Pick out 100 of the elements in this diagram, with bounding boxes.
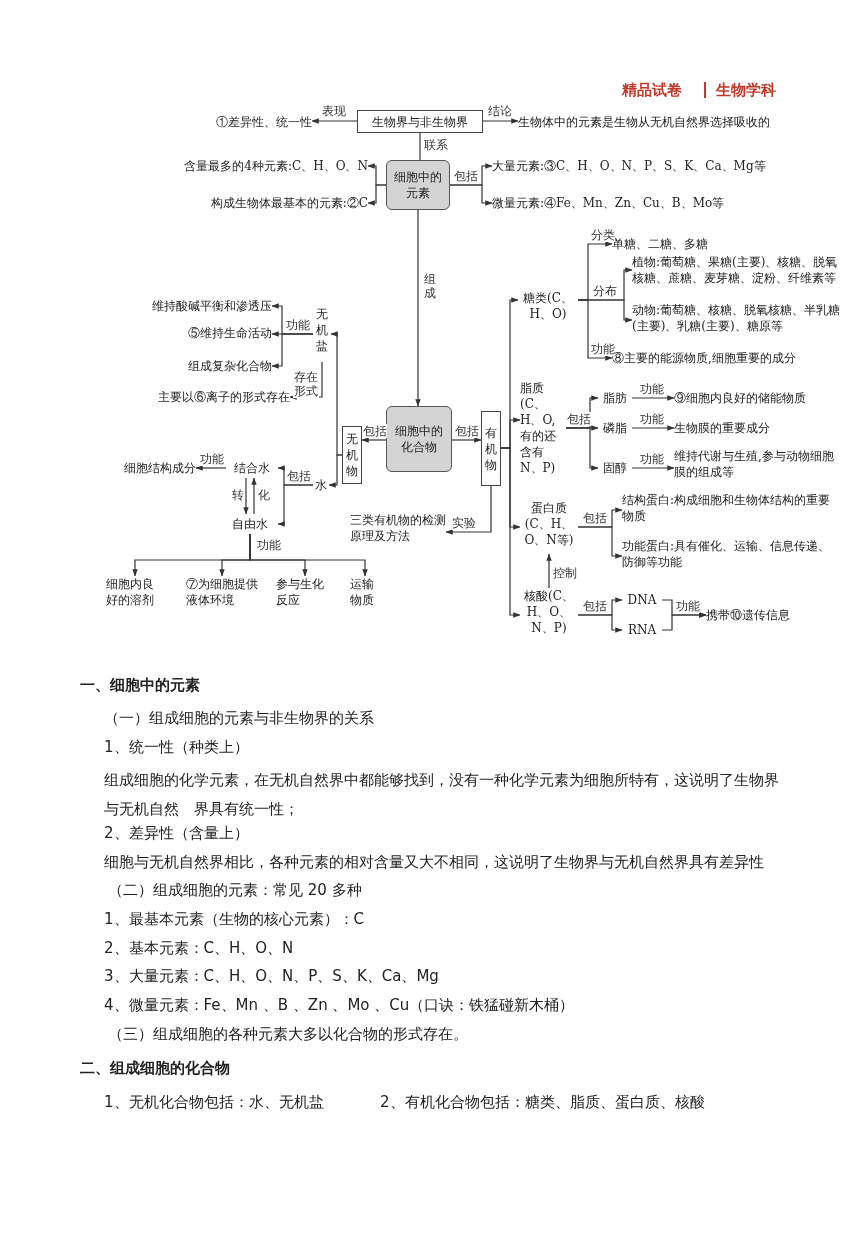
body-text: 3、大量元素：C、H、O、N、P、S、K、Ca、Mg — [104, 966, 439, 986]
edge-label: 分布 — [593, 284, 617, 298]
concept-text: 主要以⑥离子的形式存在 — [100, 387, 290, 407]
concept-box: 细胞中的元素 — [386, 160, 450, 210]
body-text: 1、最基本元素（生物的核心元素）：C — [104, 909, 365, 929]
arrow — [195, 465, 227, 471]
edge-label: 包括 — [287, 469, 311, 483]
concept-box: 生物界与非生物界 — [357, 110, 483, 133]
edge-label: 功能 — [286, 318, 310, 332]
edge-label: 功能 — [676, 599, 700, 613]
body-text: 2、有机化合物包括：糖类、脂质、蛋白质、核酸 — [380, 1092, 705, 1112]
edge-label: 联系 — [424, 138, 448, 152]
body-text: 2、基本元素：C、H、O、N — [104, 938, 294, 958]
edge-label: 包括 — [455, 424, 479, 438]
concept-text: 细胞内良好的溶剂 — [106, 576, 164, 616]
arrow — [565, 427, 599, 471]
header-text: 生物学科 — [716, 80, 776, 100]
concept-text: 微量元素:④Fe、Mn、Zn、Cu、B、Mo等 — [492, 193, 832, 213]
concept-text: 核酸(C、H、O、N、P) — [520, 588, 578, 642]
concept-text: 运输物质 — [350, 576, 380, 616]
concept-text: 构成生物体最基本的元素:②C — [130, 193, 368, 213]
concept-text: 细胞结构成分 — [96, 458, 196, 478]
arrow — [277, 484, 314, 527]
arrow — [311, 118, 358, 124]
concept-text: 维持酸碱平衡和渗透压 — [96, 296, 272, 316]
arrow — [445, 485, 492, 535]
edge-label: 控制 — [553, 566, 577, 580]
concept-box: 有机物 — [481, 411, 501, 486]
concept-text: 结构蛋白:构成细胞和生物体结构的重要物质 — [622, 492, 834, 528]
edge-label: 包括 — [583, 599, 607, 613]
edge-label: 结论 — [488, 104, 512, 118]
edge-label: 包括 — [567, 412, 591, 426]
concept-text: 参与生化反应 — [276, 576, 334, 616]
edge-label: 组成 — [423, 272, 437, 300]
concept-box: 细胞中的化合物 — [386, 406, 452, 472]
concept-text: 功能蛋白:具有催化、运输、信息传递、防御等功能 — [622, 538, 834, 574]
concept-text: 含量最多的4种元素:C、H、O、N — [130, 156, 368, 176]
arrow — [631, 425, 675, 431]
paragraph: 组成细胞的化学元素，在无机自然界中都能够找到，没有一种化学元素为细胞所特有，这说明了生物界与无机自然 界具有统一性； — [104, 770, 780, 820]
concept-text: 磷脂 — [598, 418, 632, 438]
concept-text: 无机盐 — [313, 306, 331, 362]
arrow — [577, 526, 623, 559]
concept-text: 组成复杂化合物 — [96, 356, 272, 376]
edge-label: 包括 — [583, 511, 607, 525]
edge-label: 包括 — [454, 169, 478, 183]
concept-text: 蛋白质(C、H、O、N等) — [520, 500, 578, 554]
edge-label: 表现 — [322, 104, 346, 118]
edge-label: 存在形式 — [293, 370, 319, 398]
edge-label: 实验 — [452, 516, 476, 530]
concept-text: 植物:葡萄糖、果糖(主要)、核糖、脱氧核糖、蔗糖、麦芽糖、淀粉、纤维素等 — [632, 254, 846, 290]
arrow — [631, 395, 675, 401]
concept-text: 大量元素:③C、H、O、N、P、S、K、Ca、Mg等 — [492, 156, 832, 176]
arrow — [367, 184, 387, 206]
arrow — [661, 612, 707, 631]
concept-text: ①差异性、统一性 — [190, 112, 312, 132]
concept-text: ⑦为细胞提供液体环境 — [186, 576, 260, 616]
arrow — [251, 477, 257, 515]
concept-text: 结合水 — [226, 458, 278, 478]
concept-text: 维持代谢与生殖,参与动物细胞膜的组成等 — [674, 448, 836, 484]
arrow — [449, 184, 493, 206]
concept-text: 三类有机物的检测原理及方法 — [350, 512, 446, 552]
body-text: （一）组成细胞的元素与非生物界的关系 — [104, 708, 374, 728]
concept-text: DNA — [622, 590, 662, 610]
body-text: 2、差异性（含量上） — [104, 823, 249, 843]
body-text: （三）组成细胞的各种元素大多以化合物的形式存在。 — [108, 1024, 468, 1044]
concept-text: 水 — [313, 475, 329, 495]
body-text: 1、统一性（种类上） — [104, 737, 249, 757]
arrow — [577, 614, 623, 633]
section-heading: 一、细胞中的元素 — [80, 675, 200, 695]
section-heading: 二、组成细胞的化合物 — [80, 1058, 230, 1078]
arrow — [451, 437, 482, 443]
body-text: （二）组成细胞的元素：常见 20 多种 — [108, 880, 362, 900]
header-text: 精品试卷 — [622, 80, 682, 100]
concept-text: 动物:葡萄糖、核糖、脱氧核糖、半乳糖(主要)、乳糖(主要)、糖原等 — [632, 302, 846, 338]
arrow — [361, 437, 387, 443]
edge-label: 功能 — [640, 382, 664, 396]
concept-text: 糖类(C、H、O) — [518, 290, 578, 330]
concept-text: ⑤维持生命活动 — [96, 323, 272, 343]
concept-text: 脂质(C、H、O,有的还含有N、P) — [520, 380, 566, 476]
concept-text: 生物膜的重要成分 — [674, 418, 824, 438]
concept-text: RNA — [622, 620, 662, 640]
arrow — [243, 477, 249, 515]
edge-label: 功能 — [640, 452, 664, 466]
arrow — [577, 299, 613, 361]
arrow — [500, 447, 521, 618]
edge-label: 功能 — [200, 452, 224, 466]
connector-line — [419, 132, 421, 161]
edge-label: 转 — [232, 488, 244, 502]
concept-text: 自由水 — [222, 514, 278, 534]
arrow — [631, 465, 675, 471]
arrow — [249, 533, 368, 577]
edge-label: 包括 — [363, 424, 387, 438]
arrow — [415, 209, 421, 407]
arrow — [482, 118, 519, 124]
concept-box: 无机物 — [342, 426, 362, 484]
concept-text: 脂肪 — [598, 388, 632, 408]
concept-text: 生物体中的元素是生物从无机自然界选择吸收的 — [518, 112, 838, 132]
concept-text: 携带⑩遗传信息 — [706, 605, 836, 625]
body-text: 细胞与无机自然界相比，各种元素的相对含量又大不相同，这说明了生物界与无机自然界具有差异性 — [104, 852, 764, 872]
arrow — [271, 333, 314, 369]
